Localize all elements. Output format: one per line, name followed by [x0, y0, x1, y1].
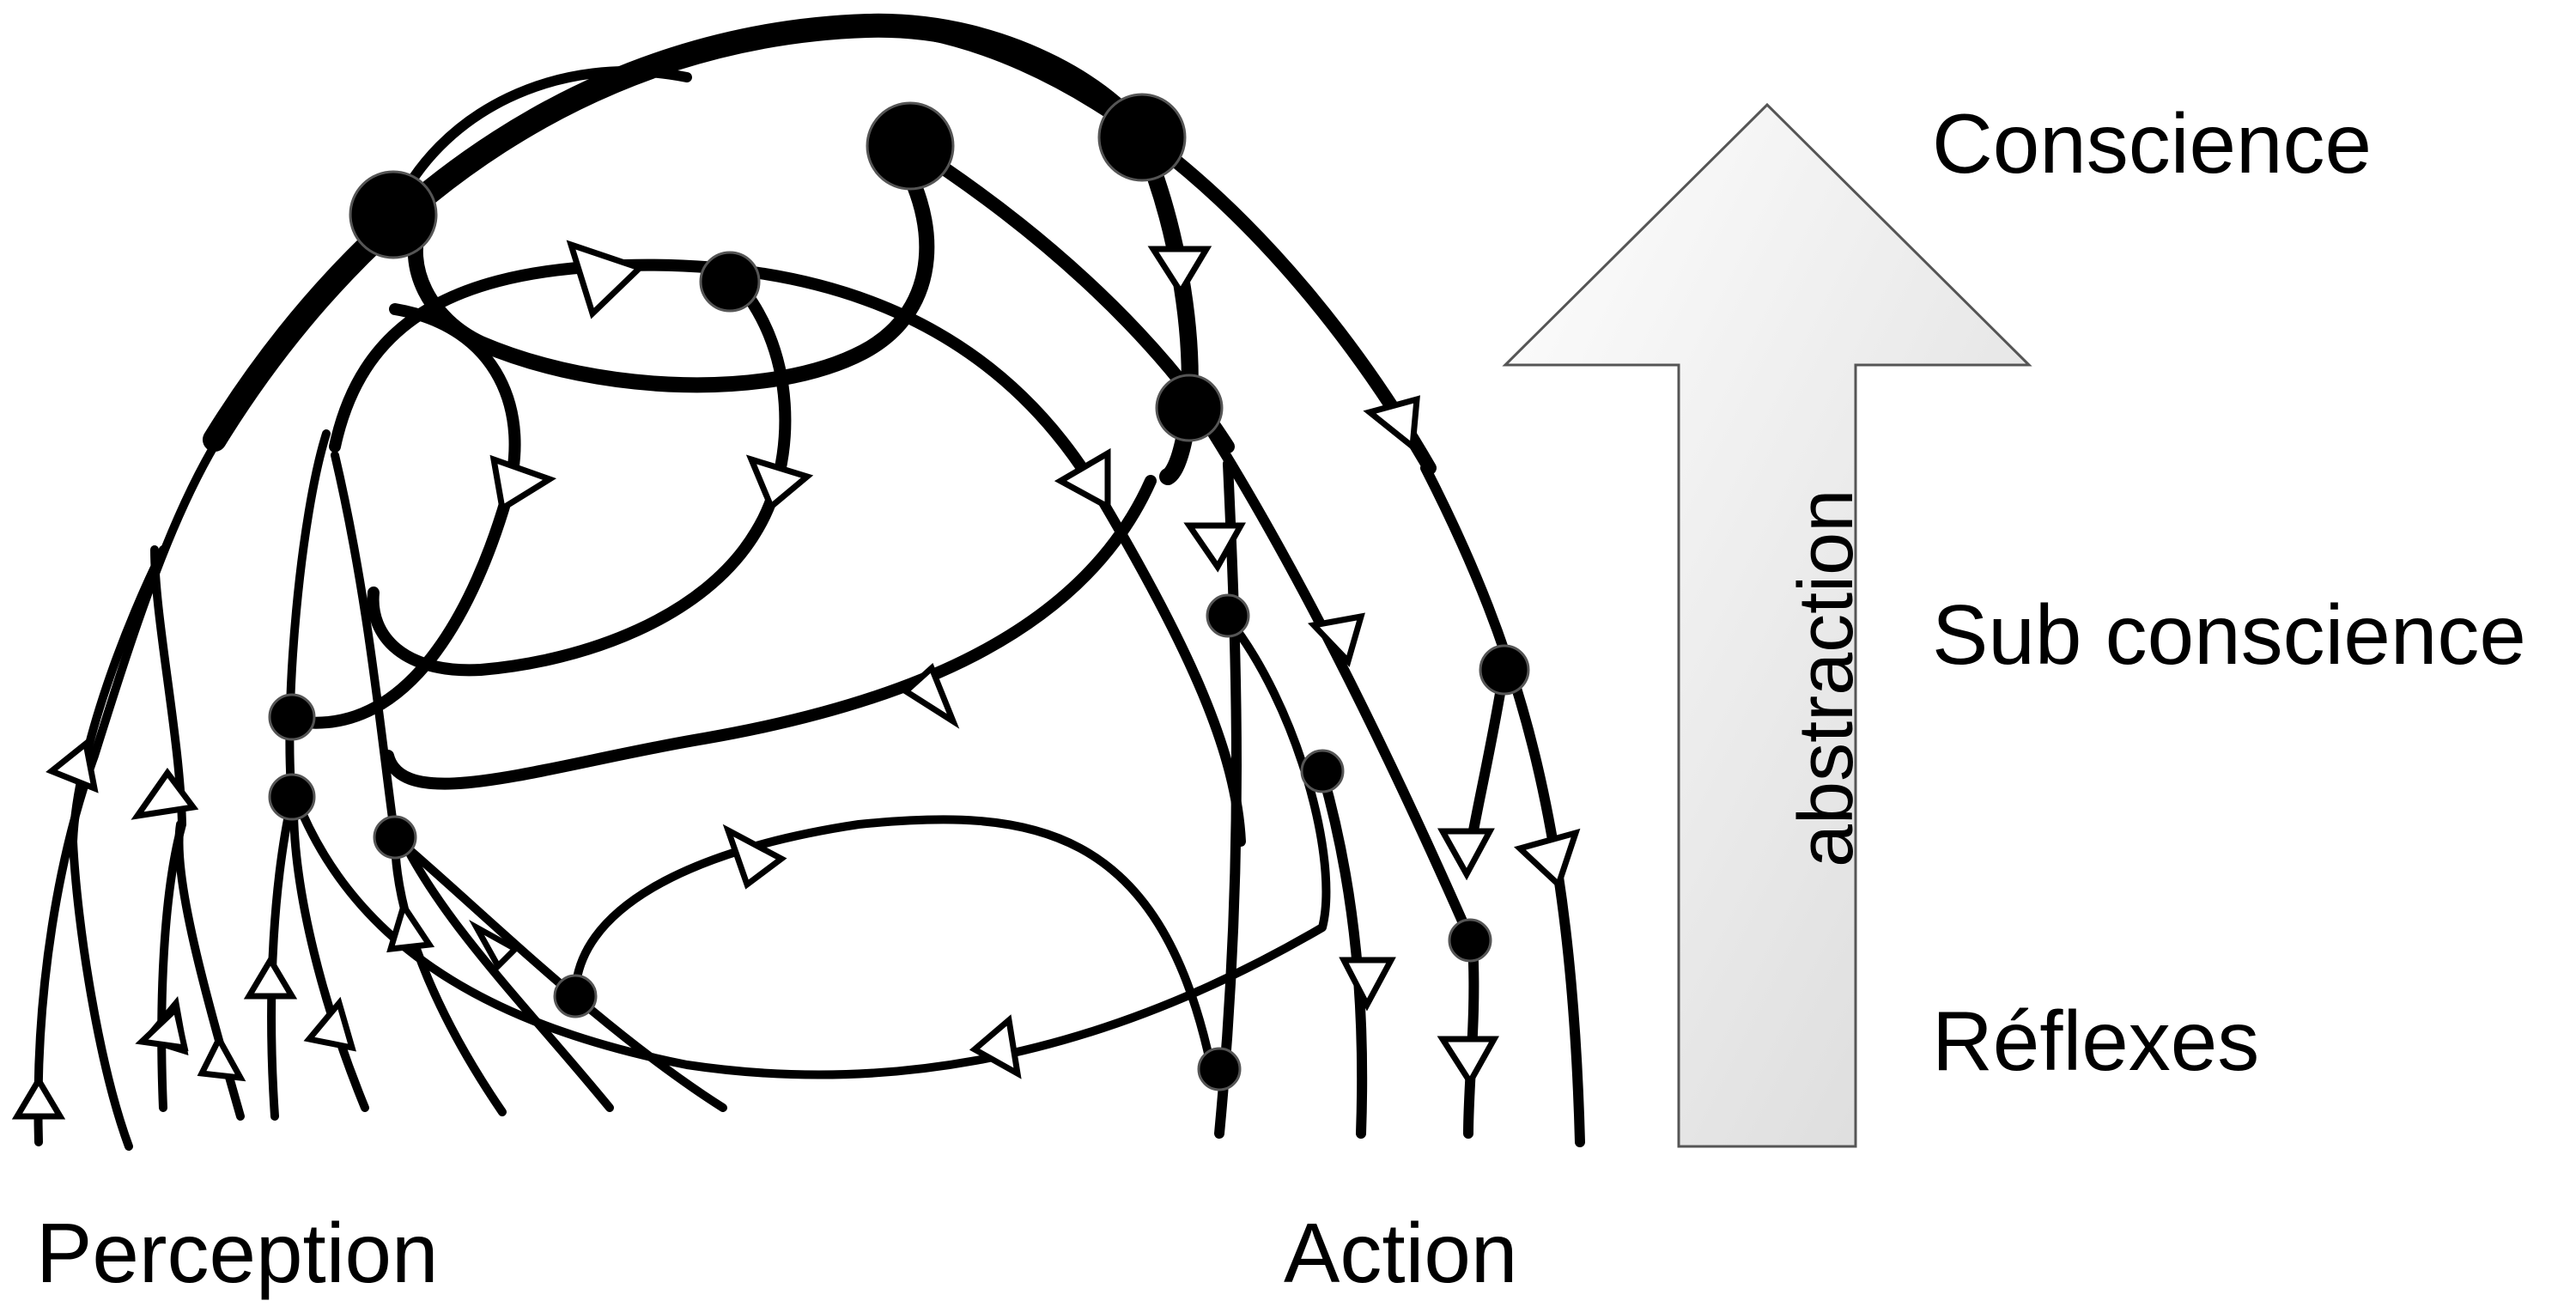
inner-loop-f: [292, 614, 1331, 1079]
arrowhead: [1183, 522, 1246, 573]
node: [373, 815, 417, 860]
dome-left-inner-arc: [388, 66, 692, 220]
arrowhead: [745, 454, 814, 512]
level-label-conscience: Conscience: [1932, 96, 2372, 191]
arrowhead: [135, 1003, 189, 1052]
node: [1197, 1047, 1242, 1091]
arrowhead: [1363, 395, 1420, 453]
node: [1097, 93, 1187, 182]
arrowhead: [1339, 957, 1396, 1012]
outer-dome-path: [203, 13, 1154, 452]
arrowhead: [197, 1032, 246, 1082]
arrowhead: [1147, 246, 1212, 298]
arrowhead: [566, 240, 646, 319]
arrowhead: [468, 919, 520, 971]
action-label: Action: [1284, 1206, 1518, 1300]
perception-label: Perception: [36, 1206, 439, 1300]
abstraction-label: abstraction: [1783, 489, 1869, 867]
arrowhead: [1307, 612, 1365, 667]
level-label-sub-conscience: Sub conscience: [1932, 587, 2526, 682]
node: [268, 773, 316, 821]
node: [1300, 749, 1345, 793]
arrowhead: [11, 1074, 66, 1120]
perception-line-9: [391, 833, 727, 1112]
abstraction-arrow: [1502, 102, 2032, 1148]
action-line-3: [1420, 463, 1585, 1147]
arrowhead: [969, 1014, 1022, 1079]
arrowhead: [1437, 1036, 1499, 1088]
inner-loop-d: [382, 475, 1157, 790]
arrowhead: [303, 996, 356, 1052]
node: [1479, 644, 1530, 696]
node: [866, 101, 955, 191]
node: [1448, 918, 1492, 963]
arrowhead: [901, 663, 960, 729]
arrowhead: [46, 738, 99, 793]
node: [553, 974, 598, 1018]
inner-loop-e: [571, 815, 1215, 1069]
perception-line-8: [399, 837, 614, 1112]
node: [349, 170, 438, 259]
perception-line-6: [289, 794, 369, 1112]
arrowhead: [243, 954, 298, 1000]
arrowhead: [1437, 828, 1495, 881]
node: [699, 251, 761, 313]
arrowhead: [1054, 447, 1111, 512]
dome-right-descend: [1133, 133, 1199, 485]
node: [1155, 374, 1224, 442]
perception-line-1: [33, 434, 223, 1146]
arrowhead: [386, 898, 435, 953]
arrowhead: [1514, 828, 1581, 891]
arrowhead: [722, 824, 787, 890]
perception-line-2: [69, 545, 167, 1151]
level-label-reflexes: Réflexes: [1932, 994, 2260, 1088]
node: [268, 693, 316, 741]
node: [1206, 593, 1250, 638]
arrowhead: [131, 768, 199, 820]
inner-loop-h: [1085, 476, 1246, 847]
action-line-1: [1317, 768, 1368, 1139]
arrowhead: [489, 454, 557, 514]
inner-loop-c: [367, 269, 792, 677]
